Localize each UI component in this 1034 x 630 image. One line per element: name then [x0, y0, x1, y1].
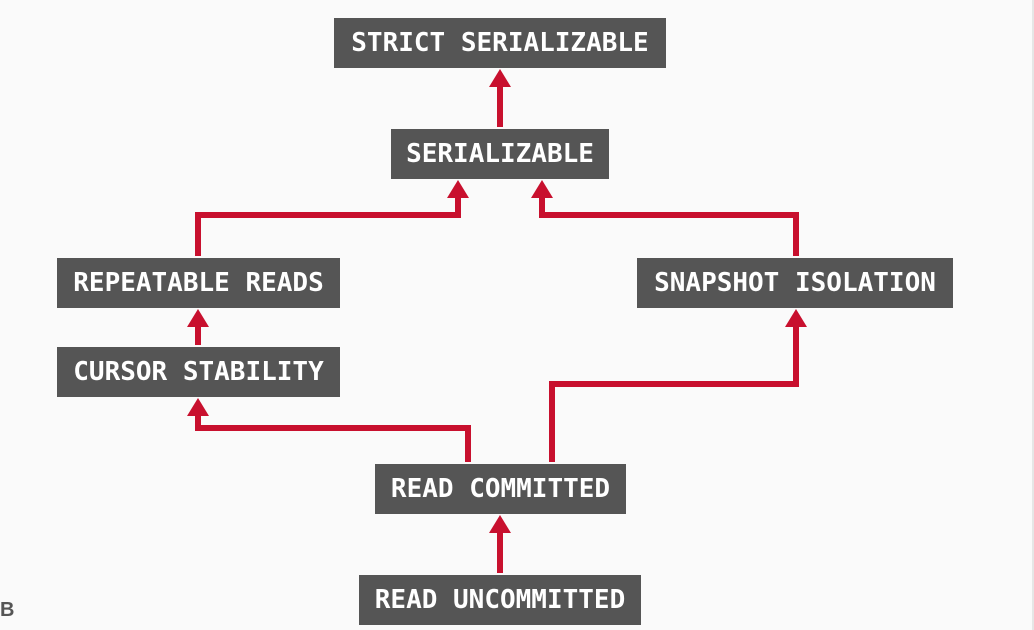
arrow-read-committed-to-cursor-stability	[195, 414, 471, 462]
arrowhead-cursor-stability	[187, 398, 209, 416]
arrowhead-repeatable-reads	[187, 309, 209, 327]
arrowhead-snapshot-isolation	[785, 309, 807, 327]
arrowhead-serializable-right	[531, 180, 553, 198]
node-read-uncommitted: READ UNCOMMITTED	[359, 575, 641, 625]
arrow-read-committed-to-snapshot-isolation	[549, 324, 799, 462]
node-read-committed: READ COMMITTED	[375, 464, 626, 514]
arrowhead-serializable-left	[447, 180, 469, 198]
node-cursor-stability: CURSOR STABILITY	[57, 347, 340, 397]
node-repeatable-reads: REPEATABLE READS	[57, 258, 340, 308]
arrow-repeatable-reads-to-serializable	[195, 196, 461, 256]
corner-logo: B	[0, 599, 15, 621]
node-serializable: SERIALIZABLE	[391, 129, 609, 179]
slide-edge-divider	[1032, 0, 1034, 630]
node-strict-serializable: STRICT SERIALIZABLE	[334, 18, 666, 68]
arrowhead-strict-serializable	[489, 69, 511, 87]
arrowhead-read-committed	[489, 515, 511, 533]
node-snapshot-isolation: SNAPSHOT ISOLATION	[637, 258, 953, 308]
arrow-snapshot-isolation-to-serializable	[539, 196, 799, 256]
